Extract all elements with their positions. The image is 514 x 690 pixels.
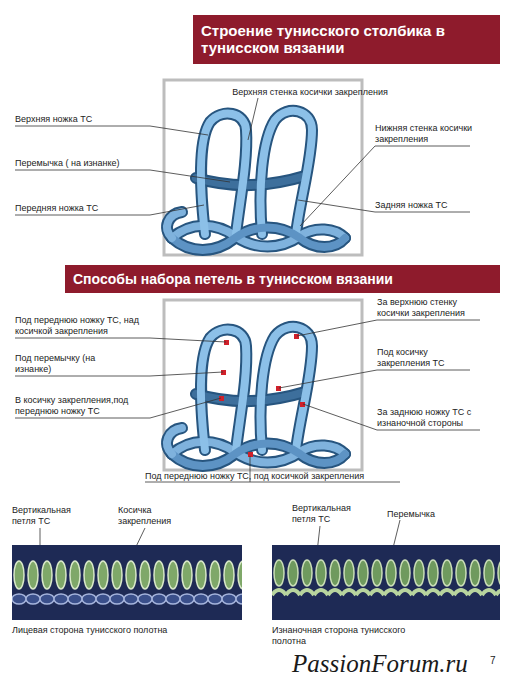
leader-lines — [15, 98, 480, 580]
part-label: Нижняя стенка косички закрепления — [375, 123, 475, 145]
part-label: Перемычка ( на изнанке) — [15, 158, 150, 169]
heading-band: Способы набора петель в тунисском вязани… — [65, 265, 500, 293]
stitch-drawing — [167, 111, 345, 250]
method-label: В косичку закрепления,под переднюю ножку… — [15, 395, 135, 417]
part-label: Передняя ножка ТС — [15, 203, 150, 214]
method-label: Под косичку закрепления ТС — [377, 347, 477, 369]
heading-text: Способы набора петель в тунисском вязани… — [73, 271, 492, 287]
title-band: Строение тунисского столбика в тунисском… — [193, 15, 500, 64]
photo-caption: Лицевая сторона тунисского полотна — [12, 625, 232, 636]
photo-label: Вертикальная петля ТС — [12, 505, 82, 527]
part-label: Задняя ножка ТС — [375, 200, 485, 211]
method-label: Под перемычку (на изнанке) — [15, 353, 115, 375]
marker-dots — [219, 334, 305, 457]
title: Строение тунисского столбика в тунисском… — [201, 22, 492, 56]
photo-caption: Изнаночная сторона тунисского полотна — [272, 625, 422, 647]
method-label: Под переднюю ножку ТС, под косичкой закр… — [145, 471, 400, 482]
page-number: 7 — [490, 654, 506, 667]
method-label: За верхнюю стенку косички закрепления — [377, 297, 487, 319]
frame — [164, 300, 362, 470]
photo-label: Косичка закрепления — [118, 505, 188, 527]
fabric-photo — [272, 545, 500, 620]
part-label: Верхняя ножка ТС — [15, 114, 150, 125]
stitch-drawing — [167, 327, 345, 466]
fabric-photo — [12, 545, 242, 620]
photo-label: Перемычка — [387, 509, 457, 520]
photo-label: Вертикальная петля ТС — [292, 503, 362, 525]
method-label: Под переднюю ножку ТС, над косичкой закр… — [15, 315, 150, 337]
watermark: PassionForum.ru — [292, 650, 512, 678]
method-label: За заднюю ножку ТС с изнаночной стороны — [377, 407, 487, 429]
part-label: Верхняя стенка косички закрепления — [220, 87, 400, 98]
frame — [164, 80, 362, 255]
